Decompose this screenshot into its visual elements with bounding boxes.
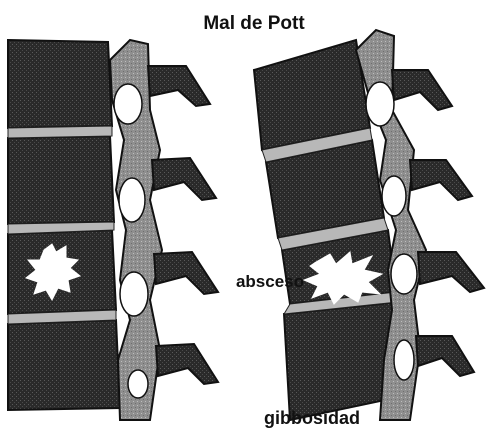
right-spinous-process-2 [410,160,472,200]
left-vertebral-body-1 [8,40,112,128]
right-foramen-4 [394,340,414,380]
left-spinous-process-3 [154,252,218,294]
left-spinous-process-4 [156,344,218,384]
left-vertebral-body-2 [8,136,114,224]
gibbus-label: gibbosidad [264,408,360,428]
right-spinous-process-1 [392,70,452,110]
left-foramen-1 [114,84,142,124]
right-foramen-1 [366,82,394,126]
left-foramen-4 [128,370,148,398]
left-spine [8,40,218,420]
left-foramen-3 [120,272,148,316]
right-spine [254,30,484,420]
left-foramen-2 [119,178,145,222]
right-foramen-3 [391,254,417,294]
left-disc-1 [8,126,112,138]
diagram-title: Mal de Pott [203,13,305,34]
left-spinous-process-2 [152,158,216,200]
right-spinous-process-3 [418,252,484,292]
left-spinous-process-1 [148,66,210,106]
left-vertebral-body-4 [8,320,120,410]
abscess-label: absceso [236,272,304,291]
right-foramen-2 [382,176,406,216]
right-spinous-process-4 [416,336,474,376]
